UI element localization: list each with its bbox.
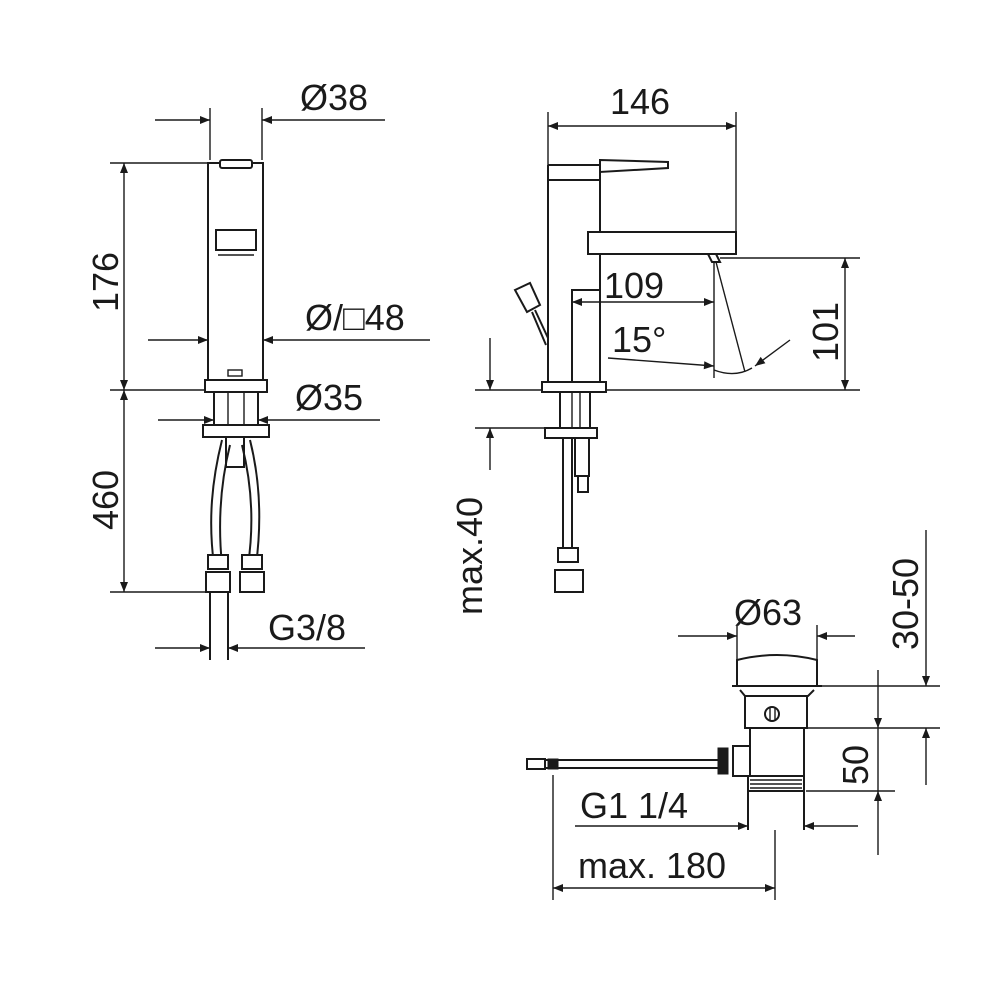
dim-outlet-height: 101 [606, 257, 860, 391]
dim-outlet-height-label: 101 [805, 302, 846, 362]
waste-valve-body [526, 654, 822, 830]
dim-body: Ø/□48 [148, 297, 430, 344]
dim-stroke-label: 30-50 [885, 558, 926, 650]
dim-max-length: max. 180 [552, 775, 776, 900]
side-view: 146 109 15° 101 max.40 [449, 81, 860, 615]
dim-body-height: 50 [806, 670, 895, 855]
mounting-side [544, 391, 598, 593]
dim-angle-label: 15° [612, 319, 666, 360]
mounting-hoses-front [202, 391, 270, 660]
dim-plug-diameter-label: Ø63 [734, 592, 802, 633]
dim-base-diameter-label: Ø35 [295, 377, 363, 418]
dim-body-height-label: 50 [835, 745, 876, 785]
dim-spout-diameter: Ø38 [155, 77, 385, 160]
dim-hose-length-label: 460 [85, 470, 126, 530]
front-view: Ø38 176 Ø/□48 Ø35 460 [85, 77, 430, 660]
dim-max-length-label: max. 180 [578, 845, 726, 886]
dim-thread-label: G1 1/4 [580, 785, 688, 826]
dim-base-diameter: Ø35 [158, 377, 380, 424]
dim-plug-diameter: Ø63 [678, 592, 855, 660]
dim-hose-length: 460 [85, 390, 206, 593]
dim-depth-label: 146 [610, 81, 670, 122]
dim-connection-label: G3/8 [268, 607, 346, 648]
dim-max-thickness: max.40 [449, 338, 545, 615]
dim-stroke: 30-50 [807, 530, 940, 785]
dim-max-thickness-label: max.40 [449, 497, 490, 615]
dim-thread: G1 1/4 [575, 785, 858, 830]
dim-spout-diameter-label: Ø38 [300, 77, 368, 118]
dim-angle: 15° [607, 261, 791, 375]
dim-depth: 146 [547, 81, 737, 232]
dim-height: 176 [85, 162, 210, 391]
waste-valve-view: Ø63 30-50 50 G1 1/4 max. [526, 530, 940, 900]
faucet-front-body [204, 159, 268, 393]
dim-body-label: Ø/□48 [305, 297, 405, 338]
dim-height-label: 176 [85, 252, 126, 312]
dim-reach-label: 109 [604, 265, 664, 306]
dim-reach: 109 [572, 262, 715, 378]
dim-connection: G3/8 [155, 607, 365, 652]
